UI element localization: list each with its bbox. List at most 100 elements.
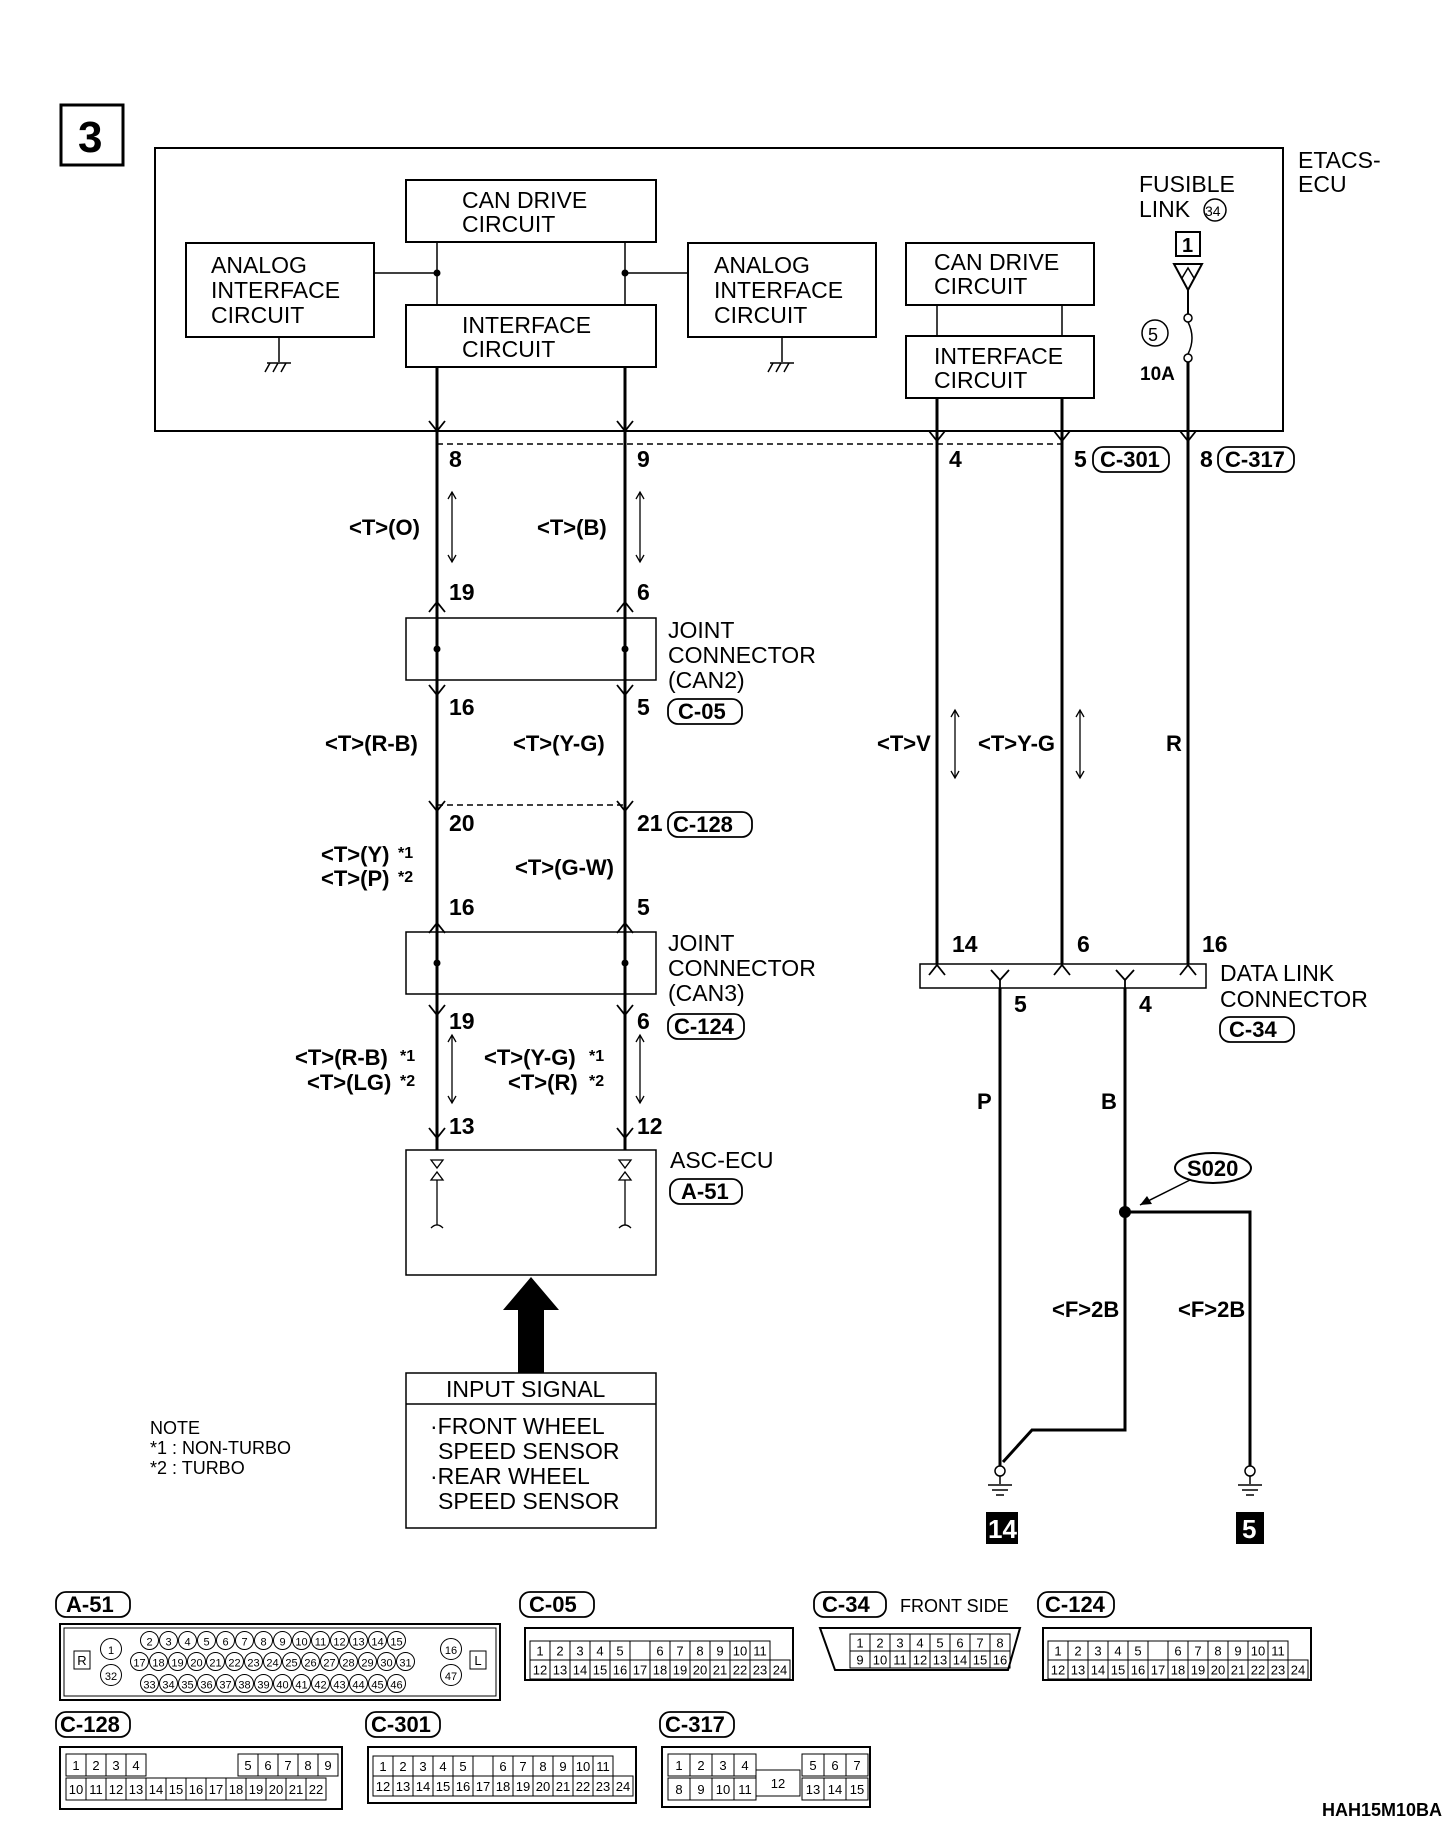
joint-can3-line-2: CONNECTOR [668,955,816,981]
a51-pin-22: 22 [228,1658,240,1670]
c124-pin-3: 3 [1094,1644,1101,1659]
wire-color-lg: <T>(LG) [307,1070,391,1095]
wire-color-b: <T>(B) [537,515,607,540]
ground-icon [264,362,291,373]
c317-pin-3: 3 [719,1758,726,1773]
a51-pin-39: 39 [257,1680,269,1692]
c05-pin-9: 9 [716,1644,723,1659]
a51-mark-pin-R: R [77,1653,86,1668]
wire-color-y-g-2: <T>(Y-G) [484,1045,576,1070]
c128-pin-7: 7 [284,1758,291,1773]
data-link-line-1: DATA LINK [1220,960,1335,986]
c05-pin-10: 10 [733,1644,747,1659]
a51-pin-6: 6 [222,1637,228,1649]
wire-color-2b-left: <F>2B [1052,1297,1119,1322]
c05-pin-20: 20 [693,1663,707,1678]
a51-pin-14: 14 [371,1637,383,1649]
pin-14: 14 [952,931,978,957]
a51-pin-43: 43 [333,1680,345,1692]
asc-ecu-label: ASC-ECU [670,1147,774,1173]
pin-5: 5 [1074,446,1087,472]
c317-pin-5: 5 [809,1758,816,1773]
wire-color-v: <T>V [877,731,931,756]
c34-pin-8: 8 [996,1636,1003,1651]
c34-pin-1: 1 [856,1636,863,1651]
c124-pin-22: 22 [1251,1663,1265,1678]
wire-color-g-w: <T>(G-W) [515,855,614,880]
c301-pin-7: 7 [519,1759,526,1774]
a51-pin-36: 36 [200,1680,212,1692]
c128-pin-10: 10 [69,1782,83,1797]
pin-16b: 16 [449,894,475,920]
pin-4: 4 [949,446,962,472]
c05-pin-23: 23 [753,1663,767,1678]
c34-pin-11: 11 [893,1653,907,1668]
a51-pin-25: 25 [285,1658,297,1670]
c317-pin-7: 7 [853,1758,860,1773]
cv-label-c05: C-05 [529,1592,577,1617]
a51-pin-21: 21 [209,1658,221,1670]
can-drive-1-line-1: CAN DRIVE [462,187,587,213]
a51-pin-47: 47 [445,1671,457,1683]
c128-pin-19: 19 [249,1782,263,1797]
wire-color-y-g: <T>(Y-G) [513,731,605,756]
c301-pin-3: 3 [419,1759,426,1774]
pin-19b: 19 [449,1008,475,1034]
c317-pin-15: 15 [850,1782,864,1797]
c317-pin-8: 8 [675,1782,682,1797]
joint-can2-line-1: JOINT [668,617,734,643]
c124-pin-5: 5 [1134,1644,1141,1659]
c128-pin-4: 4 [132,1758,139,1773]
c128-pin-17: 17 [209,1782,223,1797]
c128-pin-3: 3 [112,1758,119,1773]
fuse-number: 5 [1148,325,1158,345]
a51-pin-1: 1 [108,1645,114,1657]
c05-pin-3: 3 [576,1644,583,1659]
c301-pin-23: 23 [596,1779,610,1794]
cv-label-c317: C-317 [665,1712,725,1737]
c128-pin-15: 15 [169,1782,183,1797]
c124-pin-21: 21 [1231,1663,1245,1678]
c34-pin-12: 12 [913,1653,927,1668]
c124-pin-23: 23 [1271,1663,1285,1678]
c128-pin-5: 5 [244,1758,251,1773]
c128-pin-20: 20 [269,1782,283,1797]
fuse-rating: 10A [1140,364,1175,385]
c124-pin-6: 6 [1174,1644,1181,1659]
c05-pin-24: 24 [773,1663,787,1678]
wire-color-r: <T>(R) [508,1070,578,1095]
c301-pin-1: 1 [379,1759,386,1774]
c317-pin-13: 13 [806,1782,820,1797]
double-arrow-icon [950,708,960,780]
c05-pin-13: 13 [553,1663,567,1678]
a51-pin-41: 41 [295,1680,307,1692]
pin-6c: 6 [1077,931,1090,957]
c05-pin-21: 21 [713,1663,727,1678]
double-arrow-icon [447,490,457,564]
c05-pin-6: 6 [656,1644,663,1659]
c124-pin-12: 12 [1051,1663,1065,1678]
input-signal-line-3: ·REAR WHEEL [430,1463,590,1489]
a51-pin-38: 38 [238,1680,250,1692]
c301-pin-14: 14 [416,1779,430,1794]
note-mark-1c: *1 [589,1048,604,1065]
can-drive-2-line-2: CIRCUIT [934,273,1027,299]
a51-pin-27: 27 [323,1658,335,1670]
interface-1-line-2: CIRCUIT [462,336,555,362]
c124-pin-8: 8 [1214,1644,1221,1659]
c301-pin-10: 10 [576,1759,590,1774]
pin-12: 12 [637,1113,663,1139]
c124-pin-9: 9 [1234,1644,1241,1659]
a51-pin-16: 16 [445,1645,457,1657]
c128-pin-9: 9 [324,1758,331,1773]
c317-pin-12: 12 [771,1776,785,1791]
c128-pin-8: 8 [304,1758,311,1773]
connector-ref-c124: C-124 [674,1014,735,1039]
c34-pin-3: 3 [896,1636,903,1651]
double-arrow-icon [1075,708,1085,780]
double-arrow-icon [447,1033,457,1105]
c128-pin-21: 21 [289,1782,303,1797]
c05-pin-5: 5 [616,1644,623,1659]
joint-can2-line-2: CONNECTOR [668,642,816,668]
fusible-link-number: 34 [1205,203,1221,219]
